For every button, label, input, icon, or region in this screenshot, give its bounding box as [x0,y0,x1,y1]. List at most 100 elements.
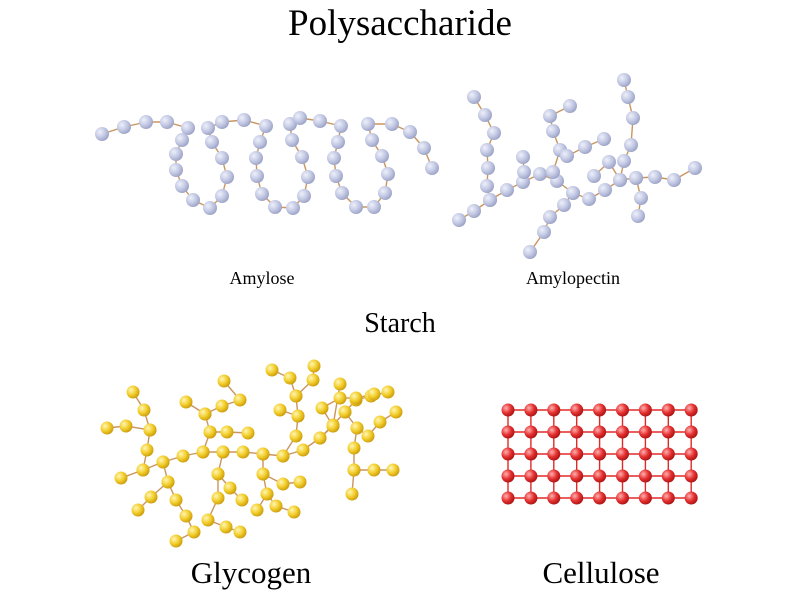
glucose-unit [661,403,675,417]
glucose-unit [179,509,193,523]
glucose-unit [524,447,538,461]
glucose-unit [593,403,607,417]
glucose-unit [95,127,109,141]
glucose-unit [126,385,140,399]
glucose-unit [648,170,662,184]
glucose-unit [301,170,315,184]
glucose-unit [114,471,128,485]
glucose-unit [315,401,329,415]
glucose-unit [220,425,234,439]
glucose-unit [524,469,538,483]
glucose-unit [256,467,270,481]
glucose-unit [378,186,392,200]
glucose-unit [186,193,200,207]
glucose-unit [215,115,229,129]
glucose-unit [638,403,652,417]
glucose-unit [313,431,327,445]
glucose-unit [144,490,158,504]
starch-group-label: Starch [364,308,436,339]
cellulose-molecule [501,403,698,505]
glucose-unit [500,183,514,197]
glucose-unit [334,119,348,133]
glucose-unit [253,135,267,149]
glucose-unit [211,491,225,505]
glucose-unit [256,447,270,461]
glucose-unit [215,399,229,413]
glucose-unit [375,149,389,163]
glucose-unit [597,132,611,146]
glucose-unit [143,423,157,437]
glucose-unit [131,503,145,517]
glucose-unit [139,115,153,129]
glucose-unit [215,151,229,165]
glucose-unit [367,463,381,477]
glucose-unit [638,425,652,439]
glucose-unit [629,171,643,185]
glucose-unit [524,425,538,439]
glucose-unit [373,415,387,429]
glucose-unit [203,425,217,439]
glucose-unit [501,447,515,461]
glucose-unit [613,173,627,187]
glucose-unit [546,165,560,179]
glucose-unit [235,493,249,507]
glucose-unit [684,425,698,439]
glucose-unit [285,133,299,147]
glucose-unit [250,169,264,183]
glucose-unit [233,393,247,407]
glucose-unit [547,469,561,483]
glucose-unit [220,170,234,184]
glucose-unit [624,138,638,152]
glucose-unit [140,443,154,457]
glucose-unit [543,210,557,224]
glucose-unit [273,403,287,417]
amylose-label: Amylose [229,268,295,288]
glucose-unit [638,491,652,505]
glucose-unit [661,469,675,483]
glucose-unit [201,513,215,527]
glucose-unit [587,169,601,183]
glucose-unit [347,441,361,455]
glucose-unit [338,405,352,419]
glucose-unit [570,469,584,483]
glucose-unit [349,200,363,214]
glucose-unit [634,191,648,205]
glucose-unit [187,525,201,539]
glucose-unit [306,373,320,387]
glucose-unit [661,425,675,439]
glucose-unit [137,403,151,417]
glucose-unit [259,119,273,133]
glycogen-label: Glycogen [190,555,312,590]
glucose-unit [181,121,195,135]
glucose-unit [598,183,612,197]
glucose-unit [480,179,494,193]
glucose-unit [516,150,530,164]
glucose-unit [501,403,515,417]
glucose-unit [237,113,251,127]
amylopectin-label: Amylopectin [526,268,620,288]
glucose-unit [570,491,584,505]
glucose-unit [291,409,305,423]
glucose-unit [333,391,347,405]
glucose-unit [268,200,282,214]
glucose-unit [361,117,375,131]
glucose-unit [307,359,321,373]
glucose-unit [467,204,481,218]
glucose-unit [160,115,174,129]
glucose-unit [517,165,531,179]
glucose-unit [593,469,607,483]
glucose-unit [203,201,217,215]
glucose-unit [169,163,183,177]
glucose-unit [367,200,381,214]
glucose-unit [593,425,607,439]
glucose-unit [557,198,571,212]
glucose-unit [631,209,645,223]
glucose-unit [381,167,395,181]
glucose-unit [616,469,629,483]
glucose-unit [570,447,584,461]
glucose-unit [169,493,183,507]
glucose-unit [417,141,431,155]
glucose-unit [161,475,175,489]
glucose-unit [331,135,345,149]
glucose-unit [365,133,379,147]
